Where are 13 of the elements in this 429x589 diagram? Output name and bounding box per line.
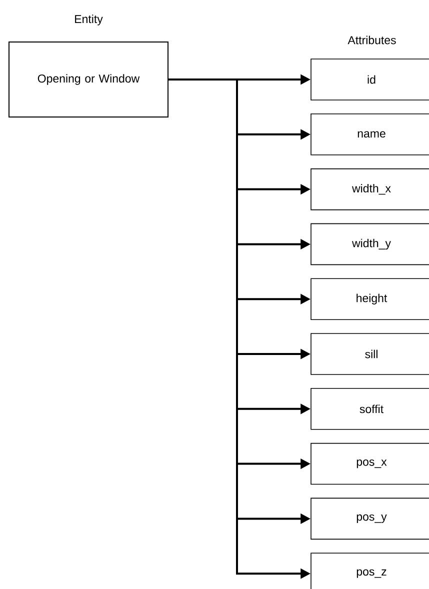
entity-box: Opening or Window <box>8 42 168 118</box>
column-heading: Attributes <box>348 36 396 44</box>
attribute-box: pos_x <box>310 442 429 485</box>
attribute-box: height <box>310 278 429 320</box>
attribute-box: name <box>310 114 429 156</box>
attribute-box: id <box>310 58 429 100</box>
attribute-box: sill <box>310 333 429 375</box>
attribute-box: soffit <box>310 388 429 430</box>
attribute-box: width_x <box>310 168 429 210</box>
attribute-box: width_y <box>310 223 429 266</box>
entity-heading: Entity <box>75 14 103 26</box>
attribute-box: pos_z <box>310 552 429 589</box>
attribute-box: pos_y <box>310 498 429 540</box>
